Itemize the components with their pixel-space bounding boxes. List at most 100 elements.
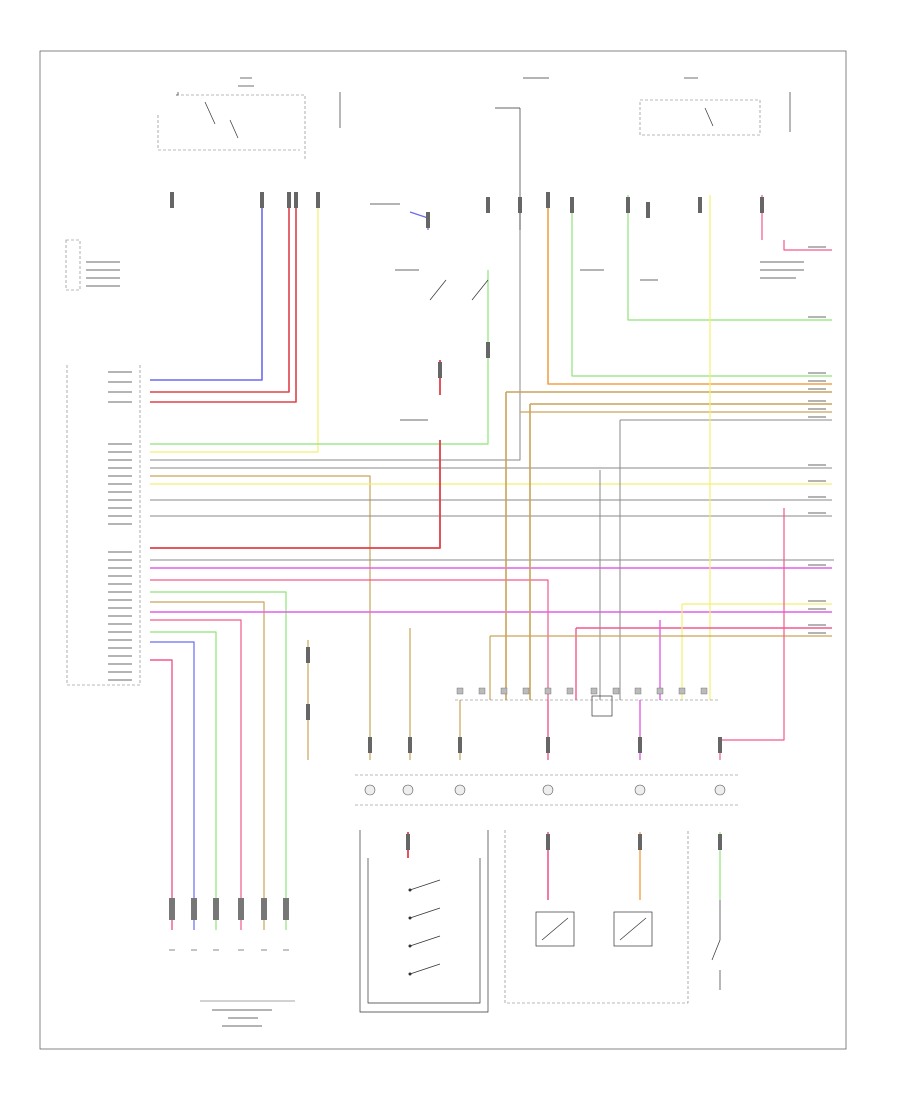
switch-node xyxy=(408,916,412,920)
inline-connector xyxy=(438,362,442,378)
switch-node xyxy=(408,888,412,892)
wire-pink xyxy=(150,659,173,930)
ecm-connector xyxy=(66,365,141,686)
connector-pin xyxy=(261,898,267,920)
inline-connector xyxy=(408,737,412,753)
ground-symbol xyxy=(634,784,646,796)
ground-bus xyxy=(355,774,740,806)
inline-connector xyxy=(698,197,702,213)
connector-pin xyxy=(566,687,574,695)
connector-pin xyxy=(238,898,244,920)
switch-contact xyxy=(704,107,714,127)
inline-connector xyxy=(426,212,430,228)
ground-symbol xyxy=(542,784,554,796)
connector-pin xyxy=(700,687,708,695)
inline-connector xyxy=(718,737,722,753)
wire-blue xyxy=(150,195,263,381)
connector-pin xyxy=(213,898,219,920)
ground-symbol xyxy=(402,784,414,796)
inline-connector xyxy=(458,737,462,753)
switch-contact xyxy=(229,119,239,139)
inline-connector xyxy=(368,737,372,753)
solenoid-coil xyxy=(541,917,569,941)
switch-contact xyxy=(429,279,447,301)
wire-yellow xyxy=(150,195,319,453)
connector-pin xyxy=(612,687,620,695)
connector-pin xyxy=(590,687,598,695)
wire-orange xyxy=(547,195,832,385)
shift-switch-box xyxy=(504,830,689,1004)
connector-pin xyxy=(544,687,552,695)
ground-symbol xyxy=(454,784,466,796)
wire-red xyxy=(150,195,297,403)
connector-pin xyxy=(634,687,642,695)
sensor-legend-box xyxy=(65,239,81,291)
inline-connector xyxy=(718,834,722,850)
wire-tan xyxy=(150,475,371,760)
wire-red xyxy=(150,440,441,549)
connector-pin xyxy=(169,898,175,920)
inline-connector xyxy=(546,192,550,208)
wire-red xyxy=(150,195,290,393)
inline-connector xyxy=(486,342,490,358)
solenoid xyxy=(613,911,653,947)
inline-connector xyxy=(406,834,410,850)
wire-green xyxy=(571,200,832,377)
wire-group xyxy=(150,195,834,930)
switch-contact xyxy=(409,879,441,891)
wire-pink xyxy=(783,240,832,251)
inline-connector xyxy=(306,704,310,720)
switch-contact xyxy=(409,935,441,947)
fuse-box-line xyxy=(176,92,179,96)
inline-connector xyxy=(646,202,650,218)
solenoid xyxy=(535,911,575,947)
diagram-frame xyxy=(39,50,847,1050)
connector-pin xyxy=(456,687,464,695)
solenoid-coil xyxy=(619,917,647,941)
switch-node xyxy=(408,972,412,976)
wire-green xyxy=(627,195,832,321)
wire-blue xyxy=(150,641,195,930)
connector-pin xyxy=(500,687,508,695)
inline-connector xyxy=(260,192,264,208)
inline-connector xyxy=(638,737,642,753)
connector-pin xyxy=(478,687,486,695)
relay-box xyxy=(639,99,761,136)
ground-symbol xyxy=(714,784,726,796)
switch-contact xyxy=(471,279,489,301)
switch-contact xyxy=(204,101,216,125)
sensor-block xyxy=(591,695,613,717)
wire-green xyxy=(150,270,489,445)
wire-blue xyxy=(409,211,429,219)
inline-connector xyxy=(294,192,298,208)
wire-pink xyxy=(150,619,242,930)
inline-connector xyxy=(546,737,550,753)
inline-connector xyxy=(486,197,490,213)
inline-connector xyxy=(518,197,522,213)
wire-green xyxy=(150,591,287,930)
switch-box xyxy=(157,94,306,160)
connector-pin xyxy=(656,687,664,695)
switch-node xyxy=(408,944,412,948)
connector-pin xyxy=(678,687,686,695)
inline-connector xyxy=(638,834,642,850)
connector-pin xyxy=(283,898,289,920)
inline-connector xyxy=(570,197,574,213)
inline-connector xyxy=(626,197,630,213)
relay-feed xyxy=(495,107,521,230)
inline-connector xyxy=(760,197,764,213)
connector-pin xyxy=(522,687,530,695)
inline-connector xyxy=(170,192,174,208)
wire-pink xyxy=(150,579,549,700)
switch-contact xyxy=(409,963,441,975)
switch-contact xyxy=(409,907,441,919)
wire-tan xyxy=(150,601,265,930)
wire-pink xyxy=(719,508,785,760)
component-group xyxy=(65,77,826,1027)
inline-connector xyxy=(316,192,320,208)
inline-connector xyxy=(287,192,291,208)
brake-switch xyxy=(711,900,721,990)
wire-green xyxy=(150,631,217,930)
neutral-switch-box xyxy=(359,830,489,1013)
